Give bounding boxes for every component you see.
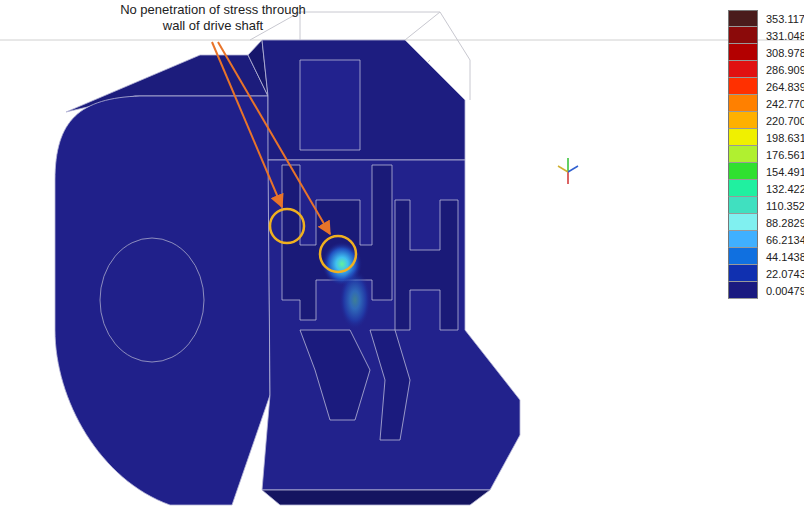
callout-note: No penetration of stress through wall of… — [113, 2, 313, 34]
legend-row: 353.117 — [728, 10, 804, 27]
part-body — [55, 40, 520, 505]
legend-value: 198.631 — [766, 132, 804, 144]
axis-triad — [558, 158, 578, 184]
legend-value: 264.839 — [766, 81, 804, 93]
legend-row: 132.422 — [728, 180, 804, 197]
leader-arrow — [212, 42, 282, 207]
legend-swatch — [728, 180, 758, 197]
legend-row: 66.2134 — [728, 231, 804, 248]
legend-row: 264.839 — [728, 78, 804, 95]
legend-row: 242.770 — [728, 95, 804, 112]
legend-value: 110.352 — [766, 200, 804, 212]
legend-value: 176.561 — [766, 149, 804, 161]
legend-swatch — [728, 197, 758, 214]
legend-row: 286.909 — [728, 61, 804, 78]
legend-row: 198.631 — [728, 129, 804, 146]
legend-swatch — [728, 61, 758, 78]
legend-value: 331.048 — [766, 30, 804, 42]
legend-value: 308.978 — [766, 47, 804, 59]
legend-swatch — [728, 95, 758, 112]
callout-circle — [320, 236, 356, 272]
legend-row: 220.700 — [728, 112, 804, 129]
legend-row: 0.00479 — [728, 282, 804, 299]
legend-swatch — [728, 248, 758, 265]
legend-row: 154.491 — [728, 163, 804, 180]
legend-swatch — [728, 231, 758, 248]
legend-row: 22.0743 — [728, 265, 804, 282]
legend-row: 110.352 — [728, 197, 804, 214]
legend-swatch — [728, 146, 758, 163]
legend-swatch — [728, 129, 758, 146]
legend-swatch — [728, 78, 758, 95]
legend-swatch — [728, 112, 758, 129]
legend-row: 44.1438 — [728, 248, 804, 265]
legend-value: 88.2829 — [766, 217, 804, 229]
callout-circle — [270, 209, 304, 243]
legend-swatch — [728, 265, 758, 282]
color-legend: 353.117 331.048 308.978 286.909 264.839 242.7… — [728, 10, 804, 299]
legend-value: 132.422 — [766, 183, 804, 195]
legend-row: 176.561 — [728, 146, 804, 163]
legend-swatch — [728, 44, 758, 61]
legend-row: 88.2829 — [728, 214, 804, 231]
legend-value: 242.770 — [766, 98, 804, 110]
legend-value: 44.1438 — [766, 251, 804, 263]
legend-row: 308.978 — [728, 44, 804, 61]
legend-value: 286.909 — [766, 64, 804, 76]
legend-value: 353.117 — [766, 13, 804, 25]
legend-swatch — [728, 10, 758, 27]
legend-value: 22.0743 — [766, 268, 804, 280]
legend-value: 220.700 — [766, 115, 804, 127]
legend-value: 154.491 — [766, 166, 804, 178]
stress-band — [339, 270, 371, 330]
legend-value: 0.00479 — [766, 285, 804, 297]
legend-swatch — [728, 27, 758, 44]
legend-swatch — [728, 163, 758, 180]
legend-swatch — [728, 282, 758, 299]
legend-row: 331.048 — [728, 27, 804, 44]
legend-value: 66.2134 — [766, 234, 804, 246]
legend-swatch — [728, 214, 758, 231]
leader-arrow — [218, 42, 330, 234]
